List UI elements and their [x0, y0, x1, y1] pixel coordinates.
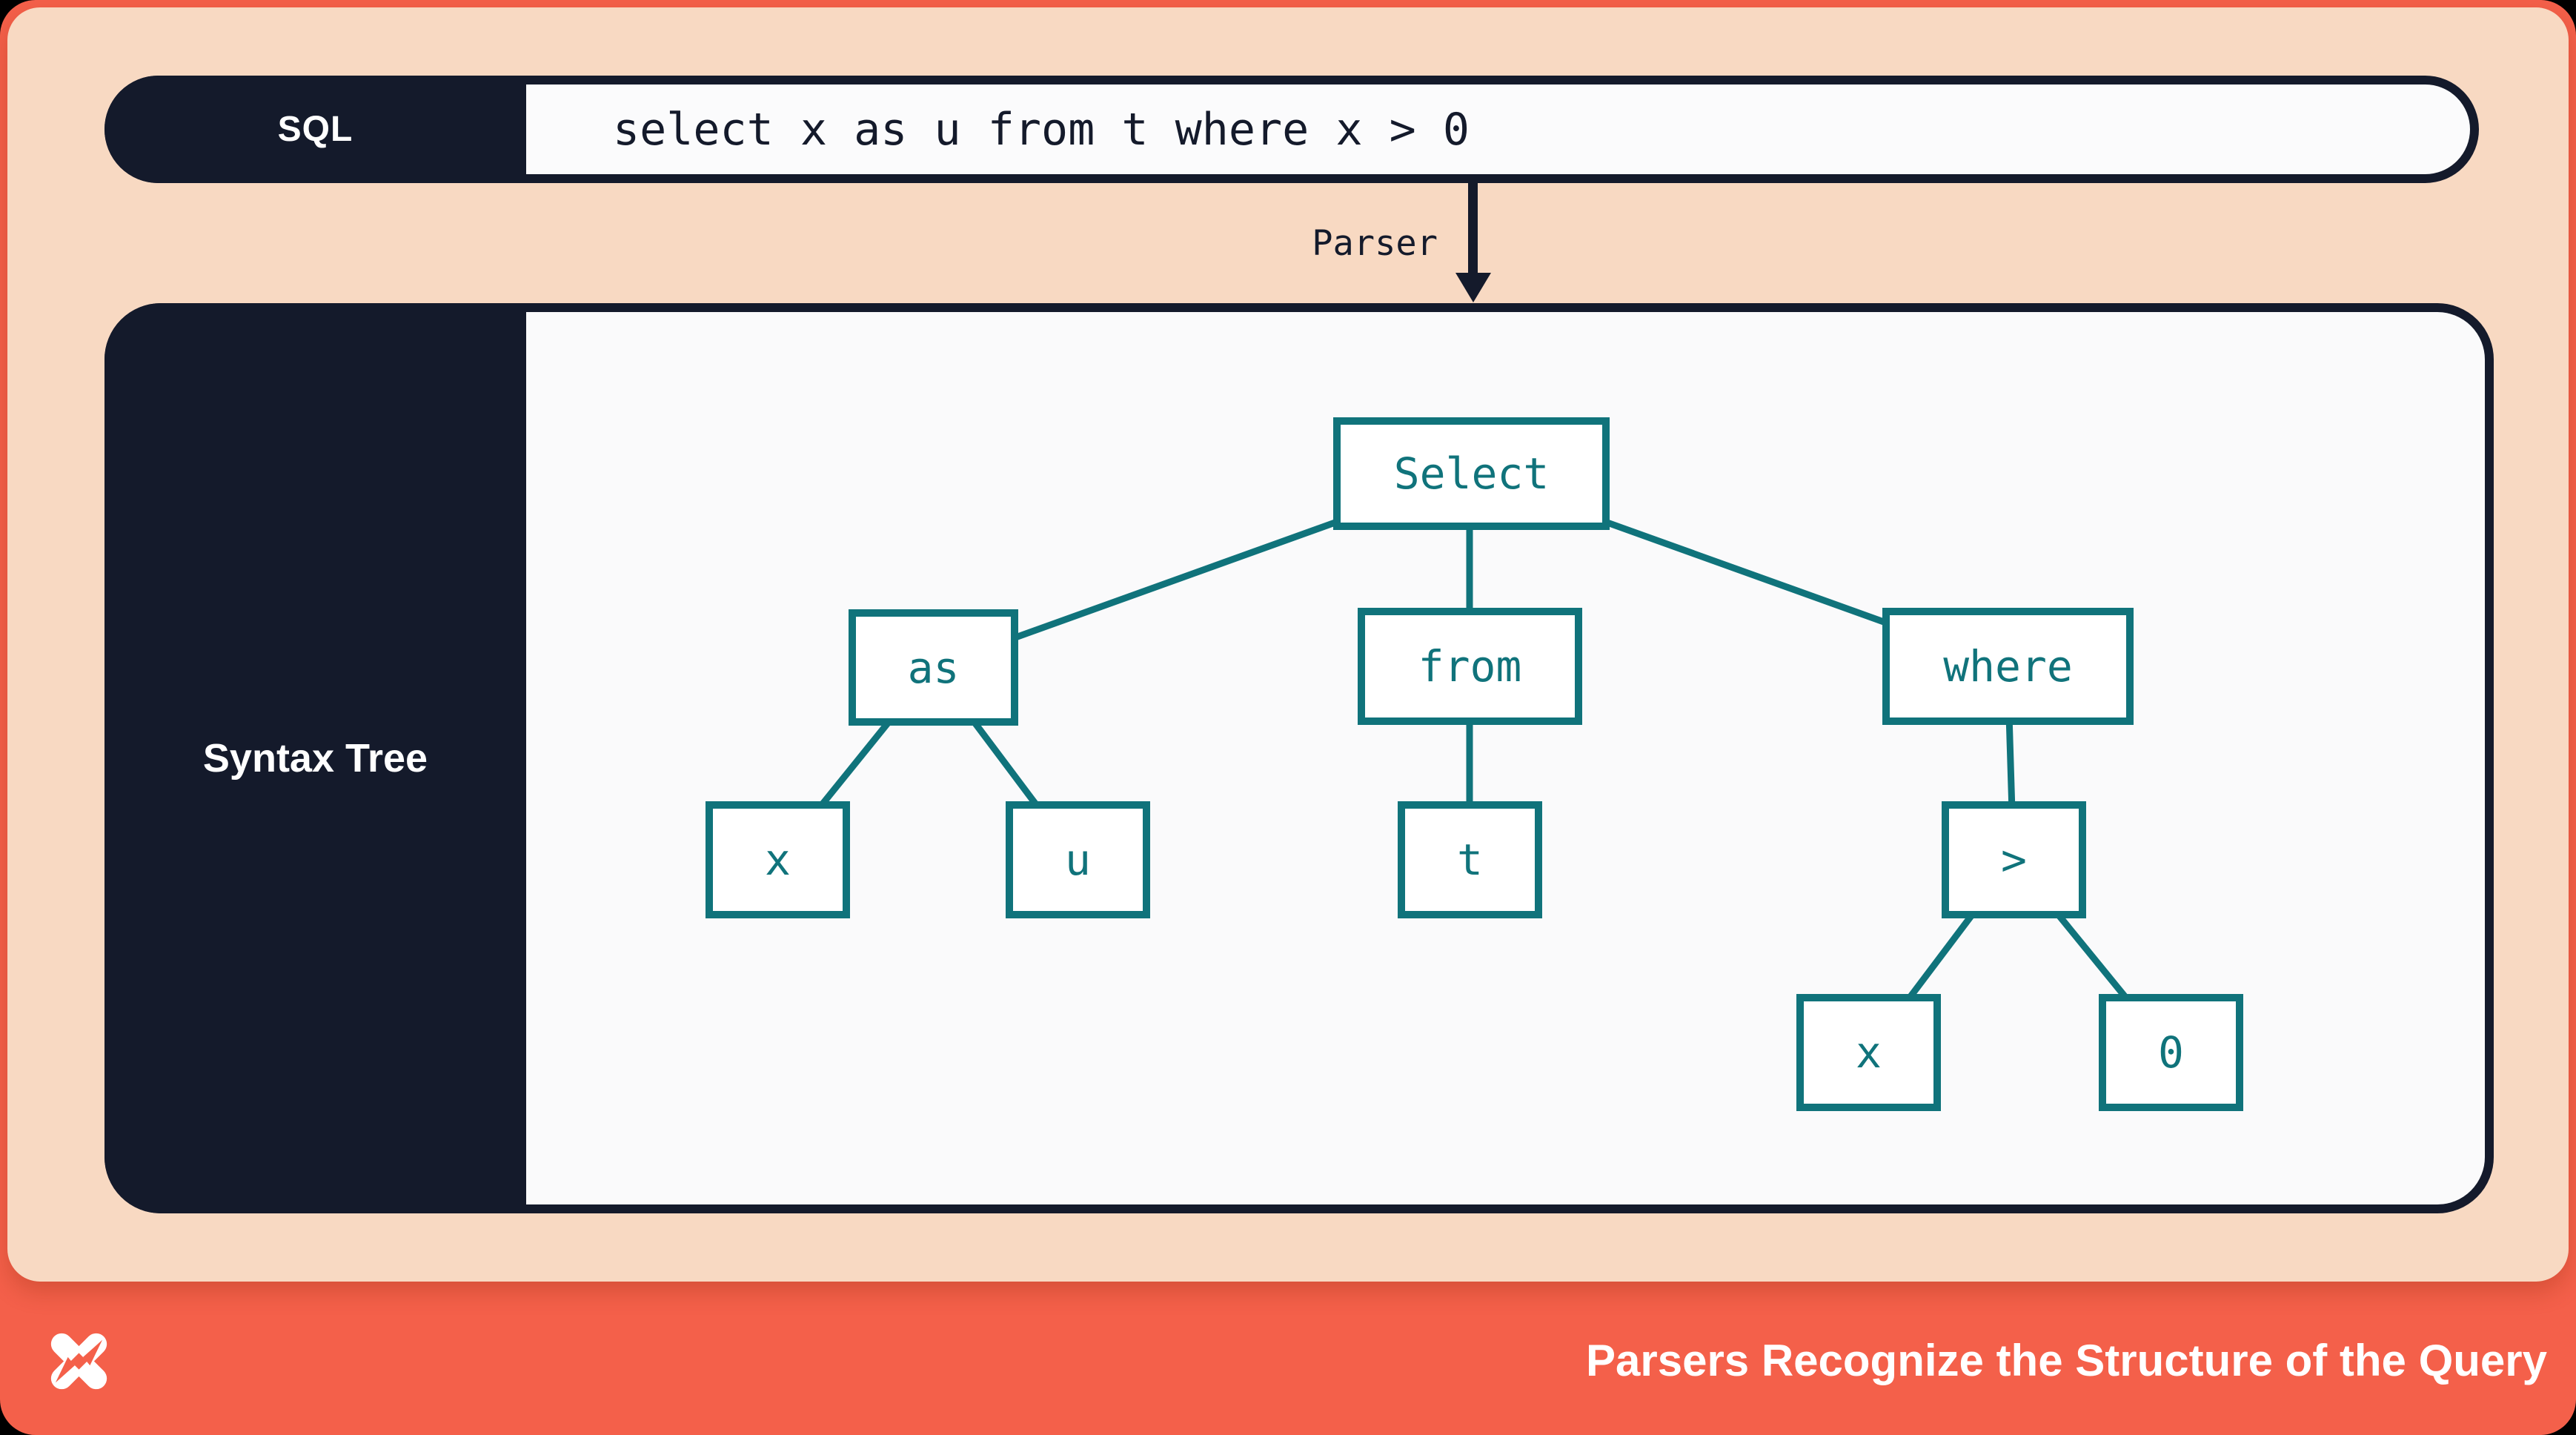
sql-query-text: select x as u from t where x > 0	[613, 103, 1470, 156]
sql-bar-label-section: SQL	[104, 76, 526, 183]
tree-node-select: Select	[1333, 417, 1610, 530]
parser-arrow	[1468, 183, 1478, 276]
tree-node-u: u	[1006, 801, 1150, 918]
syntax-tree-panel: Syntax Tree	[104, 303, 2494, 1213]
tree-node-x-operand: x	[1796, 994, 1941, 1111]
tree-node-t: t	[1398, 801, 1542, 918]
slide-title: Parsers Recognize the Structure of the Q…	[1585, 1336, 2547, 1385]
parser-label: Parser	[1312, 223, 1438, 264]
sql-bar-label: SQL	[277, 110, 353, 149]
tree-node-greater-than: >	[1942, 801, 2086, 918]
dolt-star-logo-icon	[50, 1333, 107, 1390]
tree-node-from: from	[1358, 608, 1582, 725]
tree-node-where: where	[1882, 608, 2134, 725]
sql-bar: SQL select x as u from t where x > 0	[104, 76, 2479, 183]
tree-node-x-alias: x	[706, 801, 850, 918]
syntax-tree-label-section: Syntax Tree	[104, 303, 526, 1213]
parser-arrowhead-icon	[1455, 273, 1491, 302]
tree-node-zero: 0	[2099, 994, 2243, 1111]
syntax-tree-label: Syntax Tree	[202, 736, 428, 781]
tree-node-as: as	[849, 609, 1018, 726]
